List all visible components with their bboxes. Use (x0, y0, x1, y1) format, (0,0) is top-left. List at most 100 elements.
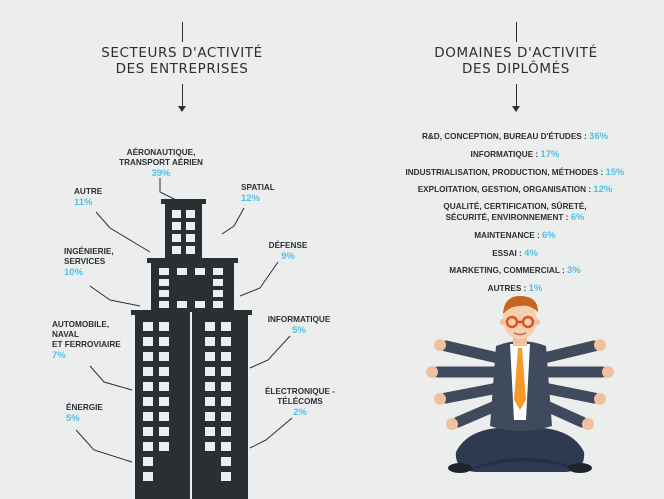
domain-row-essai: ESSAI : 4% (370, 248, 660, 259)
building-window (221, 457, 231, 466)
building-window (159, 279, 169, 286)
building-window (143, 412, 153, 421)
building-window (159, 337, 169, 346)
building-window (195, 301, 205, 308)
domain-row-rd: R&D, CONCEPTION, BUREAU D'ÉTUDES : 36% (370, 131, 660, 142)
building-window (221, 367, 231, 376)
building-window (213, 290, 223, 297)
sector-ingenierie-line2: SERVICES (64, 257, 106, 266)
building-window (221, 352, 231, 361)
sector-electronique-line1: ÉLECTRONIQUE - (264, 387, 336, 396)
sector-energie-line1: ÉNERGIE (66, 403, 103, 412)
sector-automobile-line3: ET FERROVIAIRE (52, 340, 121, 349)
domain-label: QUALITÉ, CERTIFICATION, SÛRETÉ, (443, 202, 587, 211)
building-window (159, 322, 169, 331)
domain-row-informatique: INFORMATIQUE : 17% (370, 149, 660, 160)
domain-label: AUTRES : (487, 284, 529, 293)
building-window (143, 367, 153, 376)
building-window (143, 322, 153, 331)
sector-electronique-pct: 2% (293, 407, 307, 418)
building-window (159, 301, 169, 308)
building-window (143, 457, 153, 466)
sector-spatial: SPATIAL 12% (241, 183, 275, 204)
building-window (205, 412, 215, 421)
sector-informatique: INFORMATIQUE 5% (258, 315, 340, 336)
building-window (205, 337, 215, 346)
building-window (159, 382, 169, 391)
sector-aero-line2: TRANSPORT AÉRIEN (119, 158, 203, 167)
domain-pct: 36% (589, 131, 609, 142)
right-heading-line1: DOMAINES D'ACTIVITÉ (434, 45, 598, 61)
building-window (159, 427, 169, 436)
building-window (213, 268, 223, 275)
domain-label: EXPLOITATION, GESTION, ORGANISATION : (417, 185, 594, 194)
left-heading-top-line (182, 22, 183, 42)
building-window (221, 397, 231, 406)
sector-aero-line1: AÉRONAUTIQUE, (126, 148, 196, 157)
sector-automobile-line1: AUTOMOBILE, (52, 320, 110, 329)
building-window (221, 442, 231, 451)
domain-label: INDUSTRIALISATION, PRODUCTION, MÉTHODES … (405, 168, 606, 177)
domain-pct: 6% (570, 212, 585, 223)
building-window (172, 246, 181, 254)
left-heading: SECTEURS D'ACTIVITÉ DES ENTREPRISES (62, 45, 302, 77)
sector-automobile: AUTOMOBILE, NAVAL ET FERROVIAIRE 7% (52, 320, 121, 361)
domain-label: MAINTENANCE : (474, 231, 543, 240)
building-window (205, 322, 215, 331)
building-window (221, 382, 231, 391)
building-window (143, 382, 153, 391)
building-window (186, 234, 195, 242)
building-window (159, 367, 169, 376)
domain-row-autres: AUTRES : 1% (370, 283, 660, 294)
building-window (143, 427, 153, 436)
building-window (205, 352, 215, 361)
domain-pct: 3% (566, 265, 581, 276)
building-window (186, 222, 195, 230)
building-window (159, 352, 169, 361)
sector-ingenierie-line1: INGÉNIERIE, (64, 247, 114, 256)
sector-informatique-line1: INFORMATIQUE (267, 315, 331, 324)
building-window (186, 210, 195, 218)
right-heading: DOMAINES D'ACTIVITÉ DES DIPLÔMÉS (396, 45, 636, 77)
domain-pct: 15% (605, 167, 625, 178)
building-window (221, 427, 231, 436)
sector-electronique-line2: TÉLÉCOMS (277, 397, 323, 406)
right-heading-line2: DES DIPLÔMÉS (462, 61, 570, 77)
domain-row-qualite: QUALITÉ, CERTIFICATION, SÛRETÉ,SÉCURITÉ,… (370, 201, 660, 223)
building-window (205, 397, 215, 406)
sector-ingenierie-pct: 10% (64, 267, 84, 278)
building-window (186, 246, 195, 254)
building-window (143, 442, 153, 451)
domain-label: ESSAI : (492, 249, 525, 258)
domain-row-maintenance: MAINTENANCE : 6% (370, 230, 660, 241)
building-window (159, 412, 169, 421)
building-window (172, 210, 181, 218)
domain-pct: 6% (542, 230, 556, 241)
building-window (205, 382, 215, 391)
sector-spatial-line1: SPATIAL (241, 183, 275, 192)
sector-aero: AÉRONAUTIQUE, TRANSPORT AÉRIEN 39% (96, 148, 226, 179)
building-window (143, 337, 153, 346)
building-window (172, 222, 181, 230)
building-window (221, 412, 231, 421)
building-window (205, 427, 215, 436)
building-window (159, 442, 169, 451)
building-window (159, 268, 169, 275)
domain-pct: 17% (540, 149, 560, 160)
domain-row-exploitation: EXPLOITATION, GESTION, ORGANISATION : 12… (370, 184, 660, 195)
building-window (205, 367, 215, 376)
building-window (143, 397, 153, 406)
left-heading-line2: DES ENTREPRISES (115, 61, 249, 77)
building-window (177, 268, 187, 275)
sector-defense: DÉFENSE 9% (258, 241, 318, 262)
sector-energie-pct: 5% (66, 413, 80, 424)
building-window (177, 301, 187, 308)
sector-defense-line1: DÉFENSE (268, 241, 308, 250)
domain-pct: 12% (593, 184, 613, 195)
right-heading-top-line (516, 22, 517, 42)
sector-informatique-pct: 5% (292, 325, 306, 336)
building-window (213, 301, 223, 308)
sector-electronique: ÉLECTRONIQUE - TÉLÉCOMS 2% (254, 387, 346, 418)
